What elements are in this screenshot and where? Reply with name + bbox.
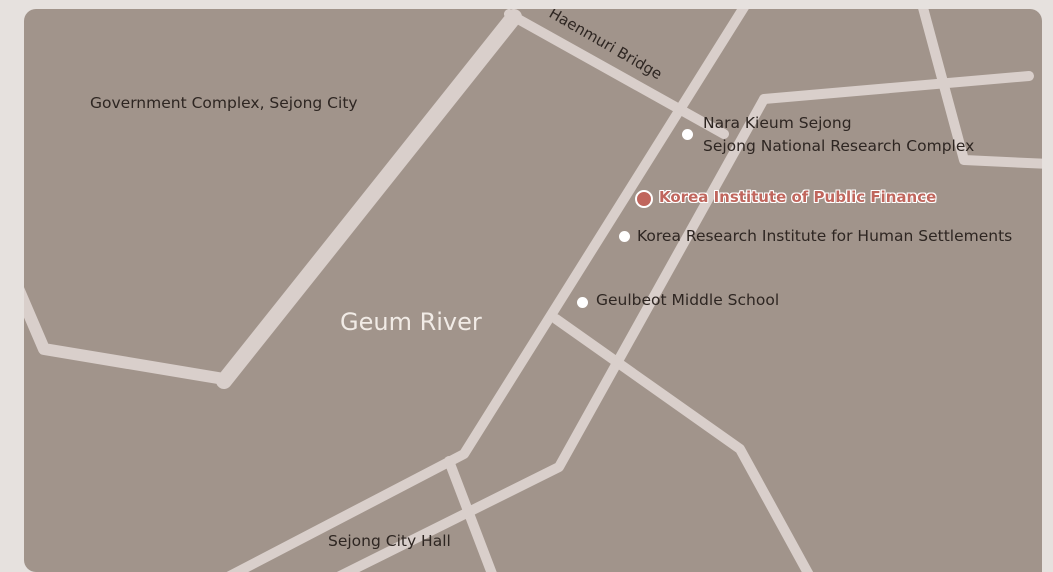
place-label: Korea Research Institute for Human Settl… [637, 227, 1013, 245]
road [216, 9, 522, 389]
road [226, 9, 749, 572]
place-label-line1: Nara Kieum Sejong [703, 114, 852, 132]
road [759, 71, 1034, 104]
road [504, 9, 729, 139]
place-label: Geulbeot Middle School [596, 291, 780, 309]
place-label-line2: Sejong National Research Complex [703, 137, 975, 155]
road [444, 456, 497, 572]
river-label: Geum River [340, 308, 482, 336]
place-marker[interactable] [577, 297, 588, 308]
highlighted-marker[interactable] [635, 190, 653, 208]
place-marker[interactable] [682, 129, 693, 140]
road [336, 94, 769, 572]
road [918, 9, 1042, 169]
road [24, 287, 230, 385]
road-network [24, 9, 1042, 572]
city-hall-label: Sejong City Hall [328, 532, 451, 550]
highlighted-place-label: Korea Institute of Public Finance [659, 188, 937, 206]
area-label: Government Complex, Sejong City [90, 94, 358, 112]
road [551, 314, 814, 572]
map-canvas[interactable]: Haenmuri Bridge Government Complex, Sejo… [24, 9, 1042, 572]
place-label: Nara Kieum Sejong Sejong National Resear… [703, 112, 974, 158]
place-marker[interactable] [619, 231, 630, 242]
